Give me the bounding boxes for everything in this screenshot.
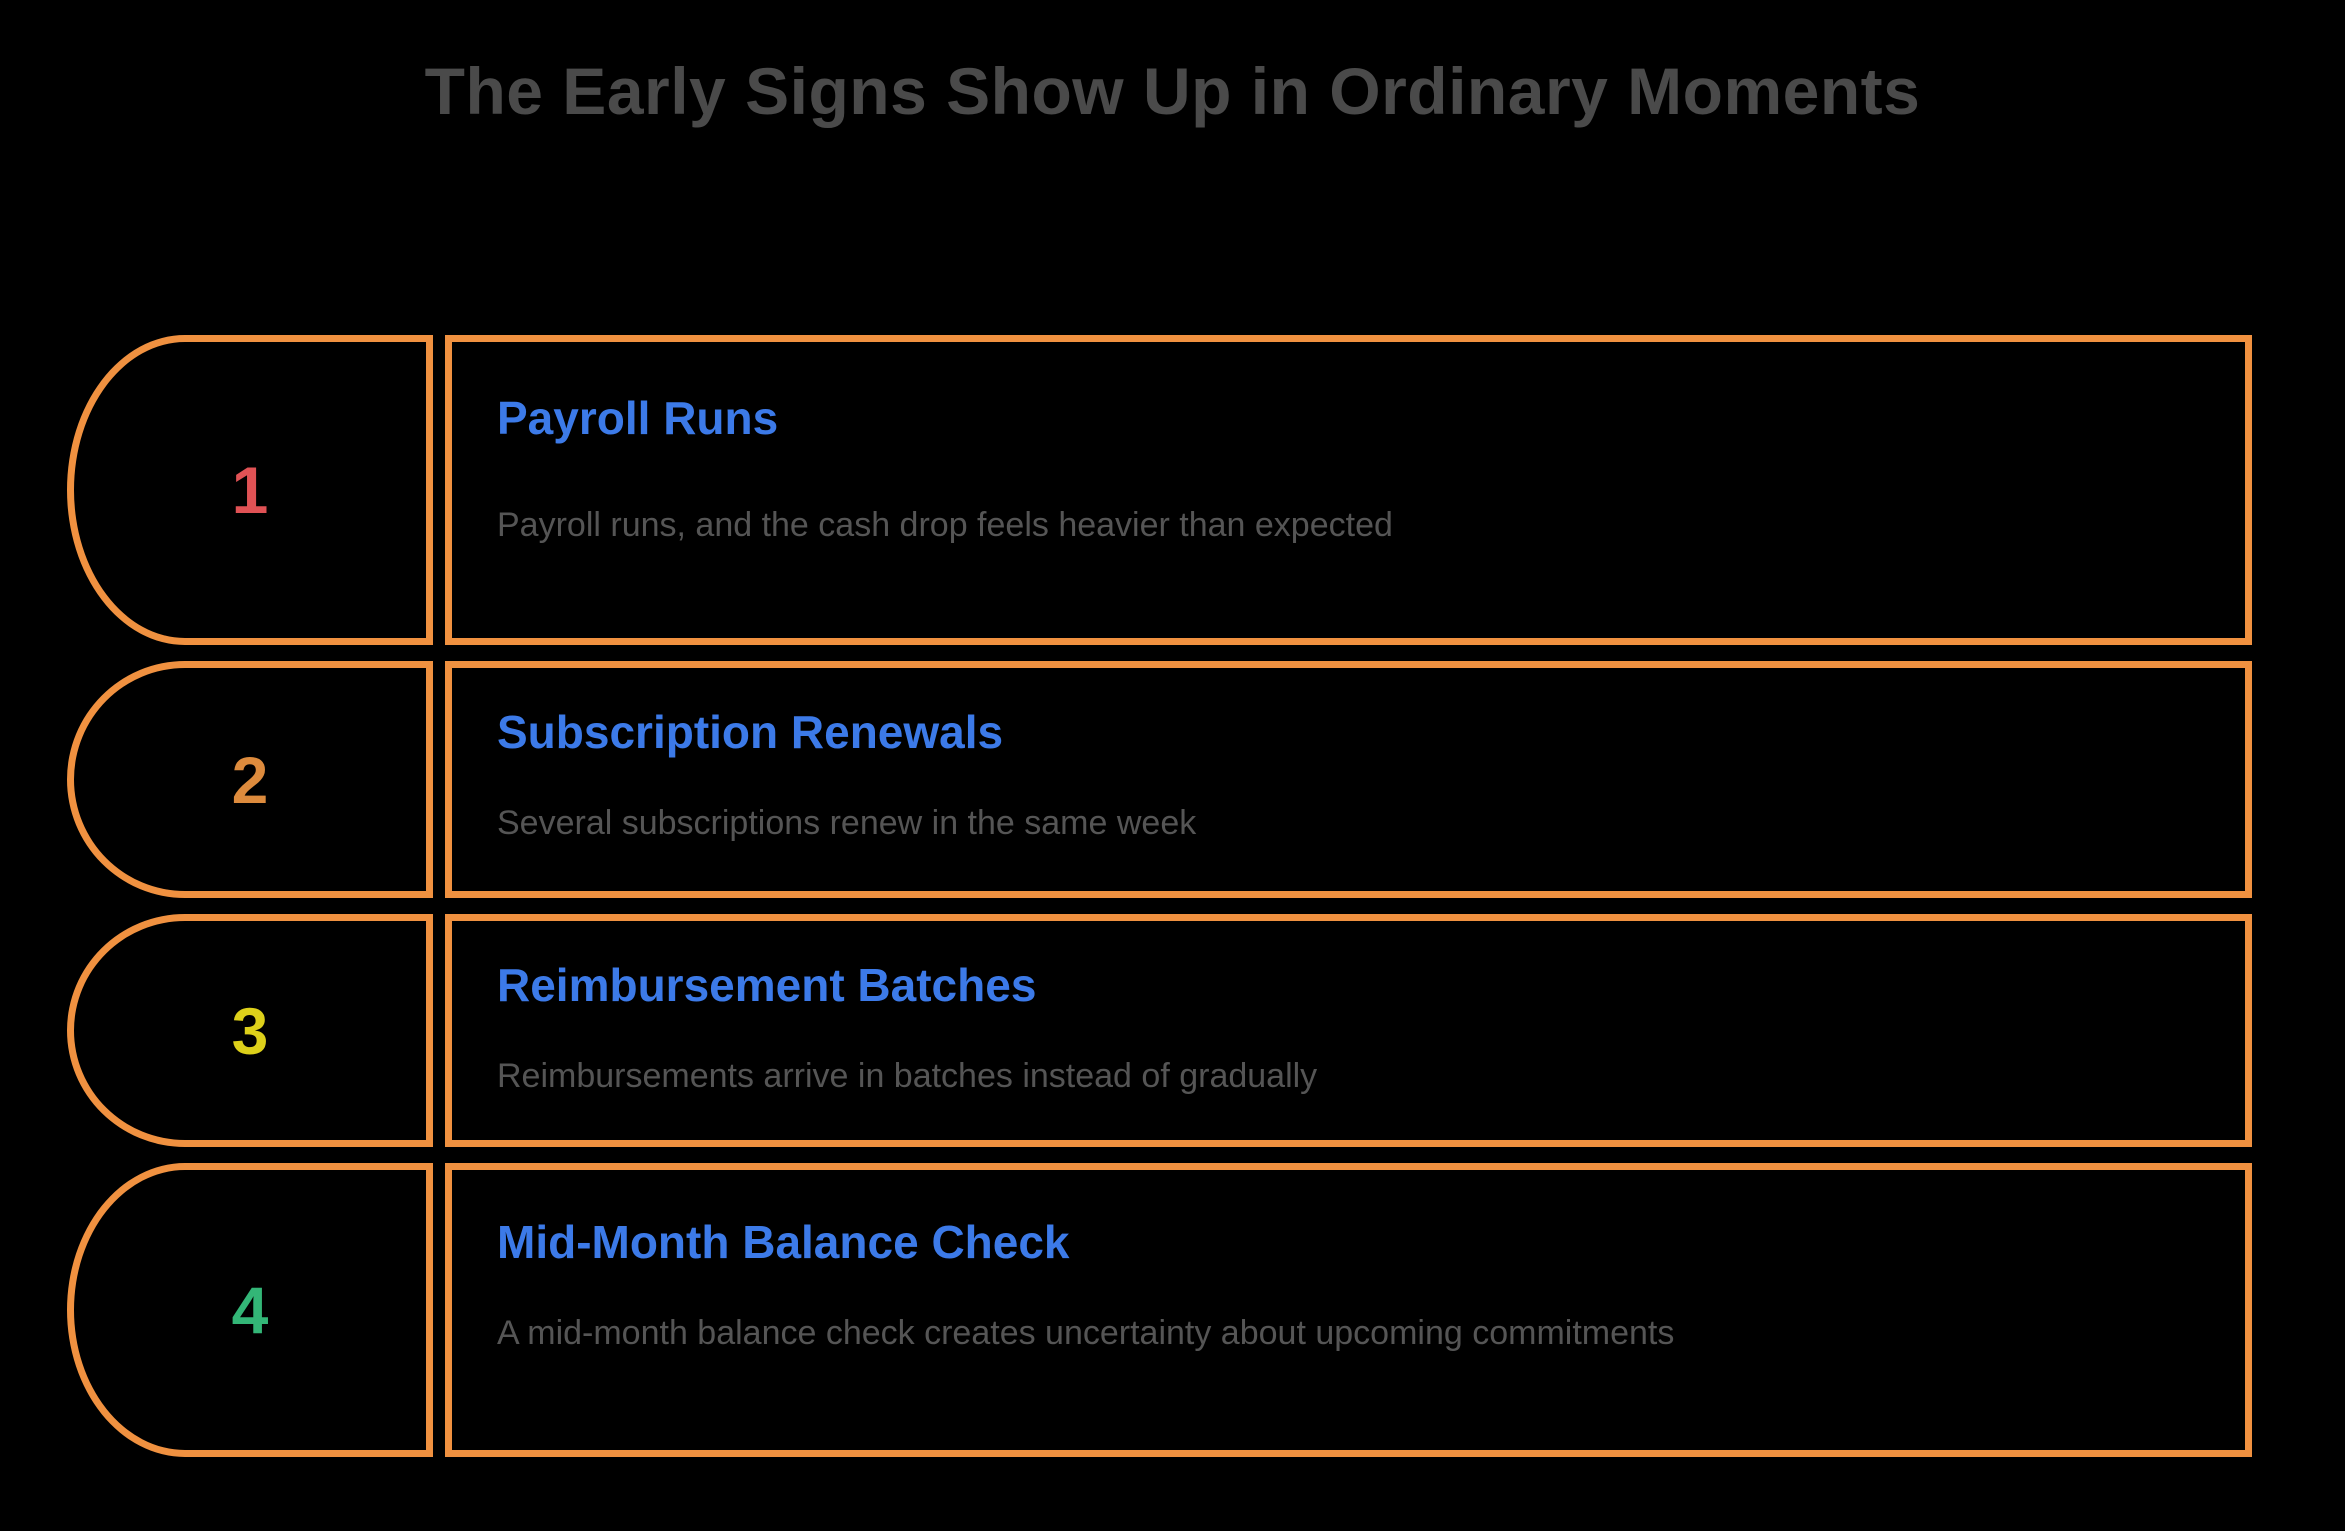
step-heading: Mid-Month Balance Check <box>497 1216 1070 1268</box>
step-heading: Subscription Renewals <box>497 706 1004 758</box>
step-row-3: 3 Reimbursement Batches Reimbursements a… <box>67 914 2252 1147</box>
step-description: A mid-month balance check creates uncert… <box>497 1313 1675 1352</box>
page-title: The Early Signs Show Up in Ordinary Mome… <box>424 54 1921 128</box>
step-number-capsule: 3 <box>67 914 433 1147</box>
step-row-2: 2 Subscription Renewals Several subscrip… <box>67 661 2252 898</box>
step-row-4: 4 Mid-Month Balance Check A mid-month ba… <box>67 1163 2252 1457</box>
step-number: 1 <box>231 453 269 527</box>
step-card: Payroll Runs Payroll runs, and the cash … <box>445 335 2252 645</box>
step-description: Payroll runs, and the cash drop feels he… <box>497 505 1393 544</box>
step-number: 3 <box>231 993 269 1068</box>
step-list: 1 Payroll Runs Payroll runs, and the cas… <box>67 335 2252 1457</box>
step-number: 4 <box>231 1273 269 1347</box>
step-number: 2 <box>231 742 269 817</box>
step-number-capsule: 1 <box>67 335 433 645</box>
step-row-1: 1 Payroll Runs Payroll runs, and the cas… <box>67 335 2252 645</box>
step-number-capsule: 2 <box>67 661 433 898</box>
step-heading: Reimbursement Batches <box>497 959 1037 1011</box>
step-card: Mid-Month Balance Check A mid-month bala… <box>445 1163 2252 1457</box>
step-heading: Payroll Runs <box>497 392 779 444</box>
step-card: Reimbursement Batches Reimbursements arr… <box>445 914 2252 1147</box>
step-number-capsule: 4 <box>67 1163 433 1457</box>
step-description: Several subscriptions renew in the same … <box>497 803 1197 842</box>
step-description: Reimbursements arrive in batches instead… <box>497 1056 1318 1095</box>
step-card: Subscription Renewals Several subscripti… <box>445 661 2252 898</box>
